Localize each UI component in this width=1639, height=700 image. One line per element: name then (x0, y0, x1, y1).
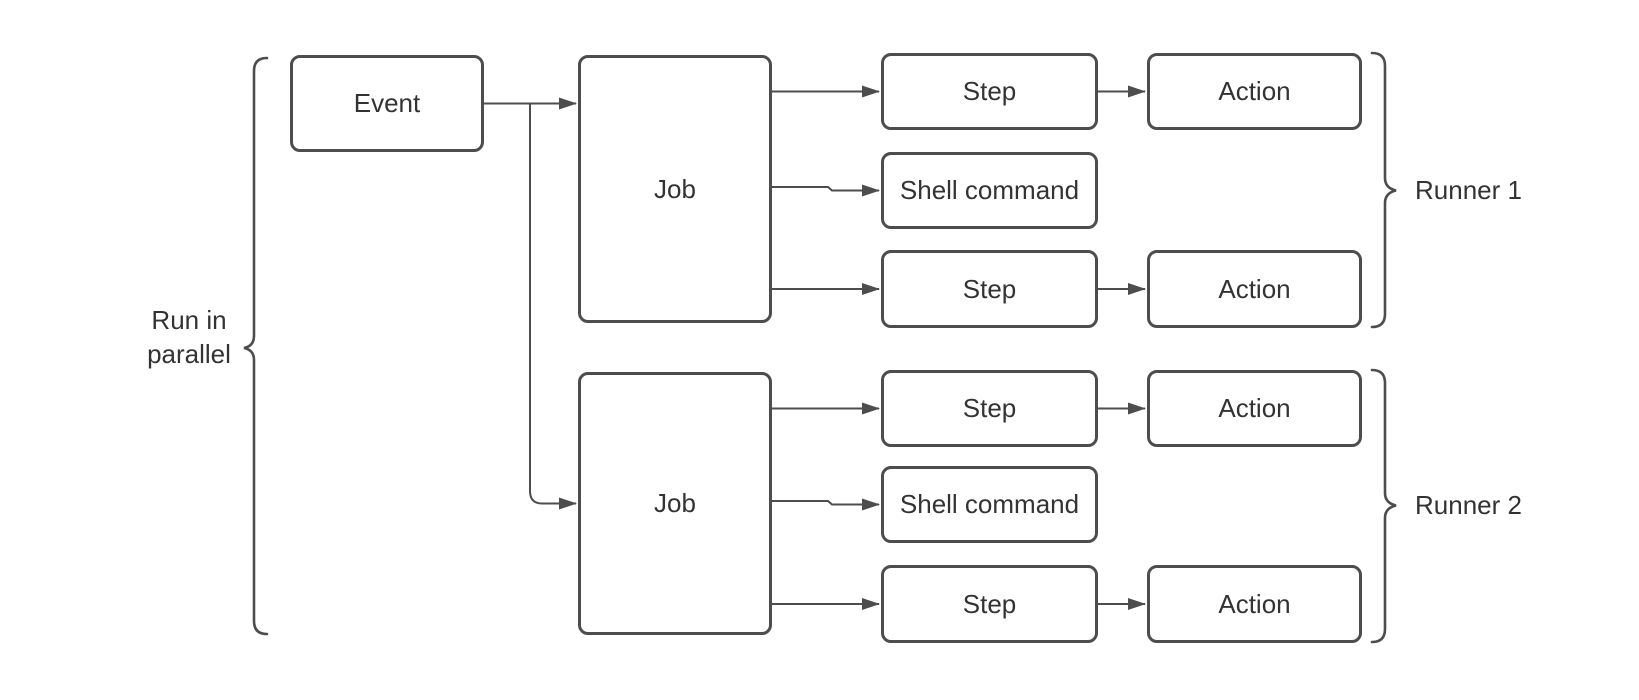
job1-shell-command-node: Shell command (881, 152, 1098, 229)
job2-shell-command-node: Shell command (881, 466, 1098, 543)
run-in-parallel-label: Run in parallel (147, 305, 231, 369)
job-2-node: Job (578, 372, 772, 635)
job-1-node: Job (578, 55, 772, 323)
runner1-curly-brace (1370, 51, 1397, 329)
job2-step-2-node: Step (881, 565, 1098, 643)
action-3-node: Action (1147, 370, 1362, 447)
action-2-node: Action (1147, 250, 1362, 328)
runner-1-label: Runner 1 (1415, 175, 1522, 205)
action-4-node: Action (1147, 565, 1362, 643)
runner2-curly-brace (1370, 368, 1397, 644)
arrow-event-to-job2 (529, 103, 577, 510)
action-1-node: Action (1147, 53, 1362, 130)
job1-step-2-node: Step (881, 250, 1098, 328)
job1-step-1-node: Step (881, 53, 1098, 130)
left-curly-brace (243, 56, 269, 636)
arrow-job2-to-shell2 (772, 498, 880, 511)
event-node: Event (290, 55, 484, 152)
job2-step-1-node: Step (881, 370, 1098, 447)
runner-2-label: Runner 2 (1415, 490, 1522, 520)
arrow-job1-to-shell1 (772, 184, 880, 197)
